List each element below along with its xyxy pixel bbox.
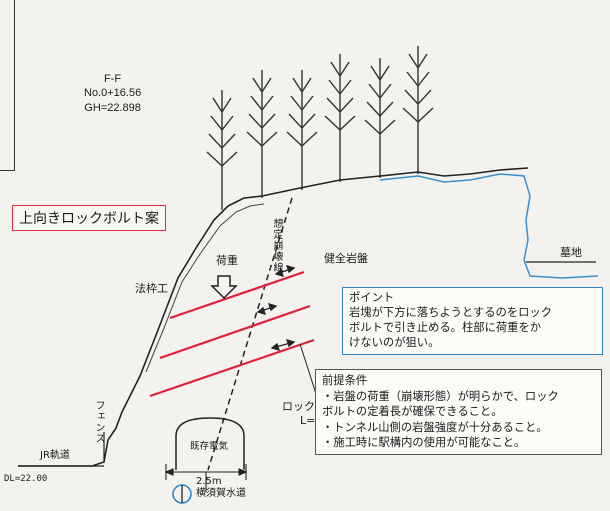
- conditions-box-title: 前提条件: [322, 374, 368, 387]
- slope-frame-face: [145, 203, 265, 373]
- jr-track-label: JR軌道: [40, 450, 70, 461]
- point-box-line: ボルトで引き止める。柱部に荷重をか: [349, 320, 542, 334]
- conditions-box: 前提条件 ・岩盤の荷重（崩壊形態）が明らかで、ロック ボルトの定着長が確保できる…: [315, 369, 602, 455]
- rock-bolt-middle: [159, 304, 311, 360]
- tree-icon: [324, 54, 356, 182]
- cemetery-label: 墓地: [560, 246, 582, 259]
- conditions-box-line: ・トンネル山側の岩盤強度が十分あること。: [322, 420, 548, 434]
- point-box-title: ポイント: [349, 291, 395, 304]
- fence-label: フェンス: [93, 400, 104, 444]
- bolt-tension-arrows: [256, 265, 296, 351]
- tree-icon: [402, 46, 434, 174]
- tree-icon: [206, 90, 238, 210]
- proposal-title: 上向きロックボルト案: [12, 205, 166, 231]
- point-box-line: 岩塊が下方に落ちようとするのをロック: [349, 305, 553, 319]
- conditions-box-line: ボルトの定着長が確保できること。: [322, 405, 503, 419]
- tunnel-label: 既存電気: [190, 441, 229, 452]
- load-arrow: [210, 275, 238, 300]
- point-box-line: けないのが狙い。: [349, 335, 440, 349]
- tree-icon: [364, 58, 396, 178]
- drain-label: 横須賀水道: [196, 488, 246, 499]
- cemetery-edge: [379, 173, 599, 279]
- conditions-box-line: ・岩盤の荷重（崩壊形態）が明らかで、ロック: [322, 389, 559, 403]
- sound-bedrock-label: 健全岩盤: [324, 252, 368, 265]
- section-name: F-F: [104, 73, 122, 85]
- legend-box-edge: [0, 0, 15, 171]
- load-label: 荷重: [216, 254, 238, 267]
- tunnel-width-dimension: [164, 464, 248, 492]
- frame-work-label: 法枠工: [135, 282, 168, 295]
- trees: [206, 46, 434, 210]
- tunnel-outline: [175, 417, 245, 470]
- tree-icon: [246, 70, 278, 198]
- tree-icon: [286, 70, 318, 190]
- rock-bolt-lower: [149, 338, 315, 398]
- assumed-collapse-line: [207, 197, 293, 471]
- section-station: No.0+16.56: [84, 87, 142, 100]
- rock-bolt-group: [149, 270, 315, 398]
- datum-label: DL=22.00: [4, 474, 48, 484]
- point-box: ポイント 岩塊が下方に落ちようとするのをロック ボルトで引き止める。柱部に荷重を…: [342, 287, 603, 355]
- section-ground-height: GH=22.898: [84, 101, 141, 114]
- conditions-box-line: ・施工時に駅構内の使用が可能なこと。: [322, 436, 526, 450]
- collapse-line-label: 想定崩壊線: [271, 218, 282, 273]
- section-header: F-F No.0+16.56 GH=22.898: [84, 72, 141, 115]
- ground-profile: [18, 167, 529, 467]
- tunnel-width-label: 2.5m: [196, 476, 222, 487]
- rock-bolt-upper: [169, 270, 305, 320]
